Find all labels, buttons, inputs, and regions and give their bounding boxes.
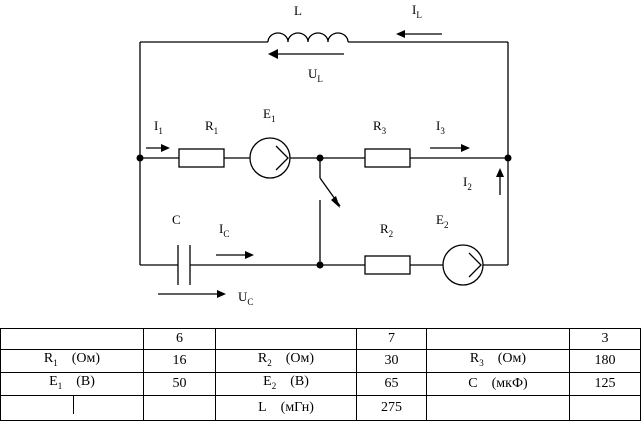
circuit-diagram: L IL UL I1 R1 E1 R3 I3 I2 C IC R2 E2 UC	[136, 2, 512, 307]
source-E1-arrow	[275, 145, 289, 171]
param-name-L: L(мГн)	[215, 394, 357, 421]
label-L: L	[294, 3, 302, 18]
label-I1: I1	[154, 118, 163, 136]
param-name-E1: E1(В)	[0, 371, 144, 396]
arrowhead-IC	[245, 251, 254, 259]
label-I2: I2	[463, 174, 472, 192]
variant-number-2: 7	[356, 328, 427, 350]
param-value-E2: 65	[356, 371, 427, 396]
table-row-variants: 6 7 3	[0, 328, 641, 350]
label-R1: R1	[205, 118, 218, 136]
resistor-R2	[364, 255, 411, 275]
param-name-R2: R2(Ом)	[215, 349, 357, 373]
param-value-C: 125	[569, 371, 641, 396]
resistor-R3	[364, 148, 411, 168]
node-bottom	[316, 261, 324, 269]
node-middle	[316, 154, 324, 162]
table-cell-empty	[215, 328, 357, 350]
param-name-C: C(мкФ)	[426, 371, 570, 396]
table-cell-empty	[569, 394, 641, 421]
node-left	[136, 154, 144, 162]
label-R2: R2	[380, 221, 393, 239]
arrowhead-I1	[161, 144, 170, 152]
label-IL: IL	[412, 2, 422, 20]
parameter-table: 6 7 3 R1(Ом) 16 R2(Ом) 30 R3(Ом) 180 E1(…	[0, 328, 641, 421]
switch-arrowhead	[331, 196, 340, 208]
source-E2	[442, 244, 484, 286]
arrowhead-IL	[396, 30, 405, 38]
source-E2-arrow	[468, 252, 482, 278]
param-value-R3: 180	[569, 349, 641, 373]
source-E1	[249, 137, 291, 179]
label-UL: UL	[308, 66, 323, 84]
param-name-E2: E2(В)	[215, 371, 357, 396]
arrowhead-UL	[268, 49, 278, 59]
label-C: C	[172, 212, 181, 227]
label-I3: I3	[436, 118, 445, 136]
param-value-R2: 30	[356, 349, 427, 373]
table-row-resistances: R1(Ом) 16 R2(Ом) 30 R3(Ом) 180	[0, 349, 641, 373]
param-name-R1: R1(Ом)	[0, 349, 144, 373]
resistor-R1	[178, 148, 225, 168]
inductor-L	[267, 32, 349, 43]
param-name-R3: R3(Ом)	[426, 349, 570, 373]
param-value-R1: 16	[143, 349, 216, 373]
node-right	[504, 154, 512, 162]
arrowhead-I3	[461, 144, 470, 152]
label-UC: UC	[238, 289, 253, 307]
table-cell-empty	[143, 394, 216, 421]
label-E2: E2	[436, 212, 448, 230]
param-value-L: 275	[356, 394, 427, 421]
param-value-E1: 50	[143, 371, 216, 396]
table-cell-empty	[426, 394, 570, 421]
variant-number-3: 3	[569, 328, 641, 350]
arrowhead-I2	[496, 168, 504, 177]
variant-number-1: 6	[143, 328, 216, 350]
table-cell-empty	[426, 328, 570, 350]
table-cell-split	[0, 394, 144, 421]
table-row-inductance: L(мГн) 275	[0, 394, 641, 421]
table-cell-empty	[0, 328, 144, 350]
arrowhead-UC	[217, 290, 226, 298]
label-E1: E1	[263, 106, 275, 124]
label-R3: R3	[373, 118, 387, 136]
label-IC: IC	[219, 221, 229, 239]
table-row-sources: E1(В) 50 E2(В) 65 C(мкФ) 125	[0, 371, 641, 396]
